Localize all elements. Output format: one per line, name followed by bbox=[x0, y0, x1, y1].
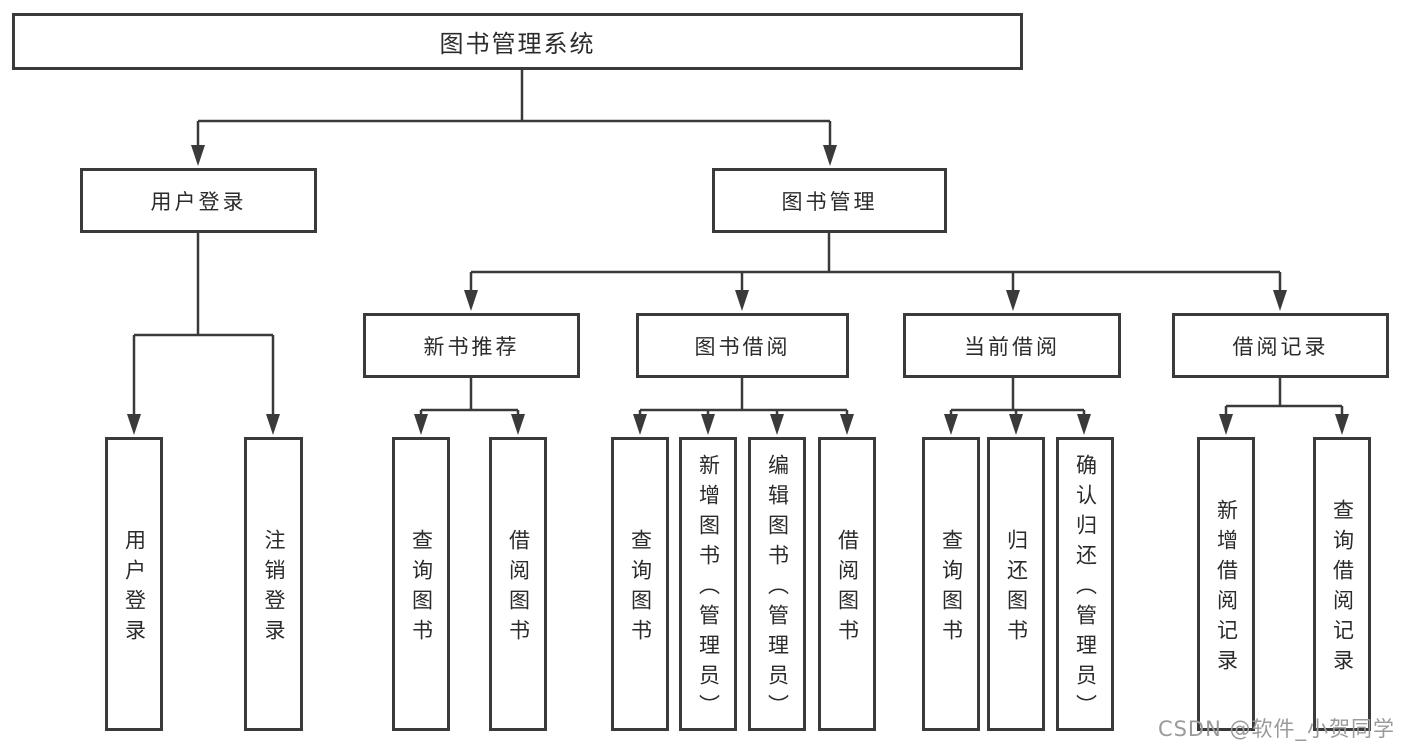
leaf-add-books-admin: 新增图书（管理员） bbox=[679, 437, 737, 731]
leaf-add-borrow-record: 新增借阅记录 bbox=[1197, 437, 1255, 731]
node-current-borrow-label: 当前借阅 bbox=[964, 334, 1060, 359]
node-user-login-label: 用户登录 bbox=[150, 189, 247, 214]
leaf-return-books-label: 归还图书 bbox=[1004, 528, 1029, 649]
leaf-borrow-query-books-label: 查询图书 bbox=[628, 528, 653, 649]
node-borrow-records-label: 借阅记录 bbox=[1232, 334, 1329, 359]
csdn-watermark: CSDN @软件_小贺同学 bbox=[1157, 717, 1395, 741]
leaf-borrow-query-books: 查询图书 bbox=[611, 437, 669, 731]
leaf-user-login: 用户登录 bbox=[105, 437, 163, 731]
node-book-borrow-label: 图书借阅 bbox=[694, 334, 791, 359]
node-user-login: 用户登录 bbox=[80, 168, 317, 233]
leaf-query-borrow-record: 查询借阅记录 bbox=[1313, 437, 1371, 731]
node-book-management-system: 图书管理系统 bbox=[12, 13, 1023, 70]
node-book-borrow: 图书借阅 bbox=[636, 313, 849, 378]
node-current-borrow: 当前借阅 bbox=[903, 313, 1121, 378]
leaf-return-books: 归还图书 bbox=[987, 437, 1045, 731]
leaf-current-query-books: 查询图书 bbox=[922, 437, 980, 731]
leaf-query-borrow-record-label: 查询借阅记录 bbox=[1330, 498, 1355, 679]
leaf-logout: 注销登录 bbox=[244, 437, 303, 731]
leaf-newbook-borrow-books-label: 借阅图书 bbox=[506, 528, 531, 649]
leaf-borrow-books: 借阅图书 bbox=[818, 437, 876, 731]
leaf-newbook-borrow-books: 借阅图书 bbox=[489, 437, 547, 731]
node-borrow-records: 借阅记录 bbox=[1172, 313, 1389, 378]
leaf-edit-books-admin: 编辑图书（管理员） bbox=[748, 437, 806, 731]
leaf-edit-books-admin-label: 编辑图书（管理员） bbox=[765, 453, 790, 724]
leaf-current-query-books-label: 查询图书 bbox=[939, 528, 964, 649]
leaf-add-books-admin-label: 新增图书（管理员） bbox=[696, 453, 721, 724]
leaf-newbook-query-books: 查询图书 bbox=[392, 437, 450, 731]
leaf-add-borrow-record-label: 新增借阅记录 bbox=[1214, 498, 1239, 679]
connector-paths bbox=[132, 69, 1344, 419]
node-book-management: 图书管理 bbox=[712, 168, 947, 233]
node-root-label: 图书管理系统 bbox=[439, 30, 596, 58]
node-new-book-recommend-label: 新书推荐 bbox=[423, 334, 520, 359]
leaf-user-login-label: 用户登录 bbox=[122, 528, 147, 649]
arrowheads bbox=[127, 145, 1349, 435]
node-book-management-label: 图书管理 bbox=[781, 189, 878, 214]
leaf-confirm-return-admin: 确认归还（管理员） bbox=[1056, 437, 1114, 731]
node-new-book-recommend: 新书推荐 bbox=[363, 313, 580, 378]
leaf-borrow-books-label: 借阅图书 bbox=[835, 528, 860, 649]
leaf-confirm-return-admin-label: 确认归还（管理员） bbox=[1073, 453, 1098, 724]
leaf-logout-label: 注销登录 bbox=[262, 528, 286, 649]
leaf-newbook-query-books-label: 查询图书 bbox=[409, 528, 434, 649]
